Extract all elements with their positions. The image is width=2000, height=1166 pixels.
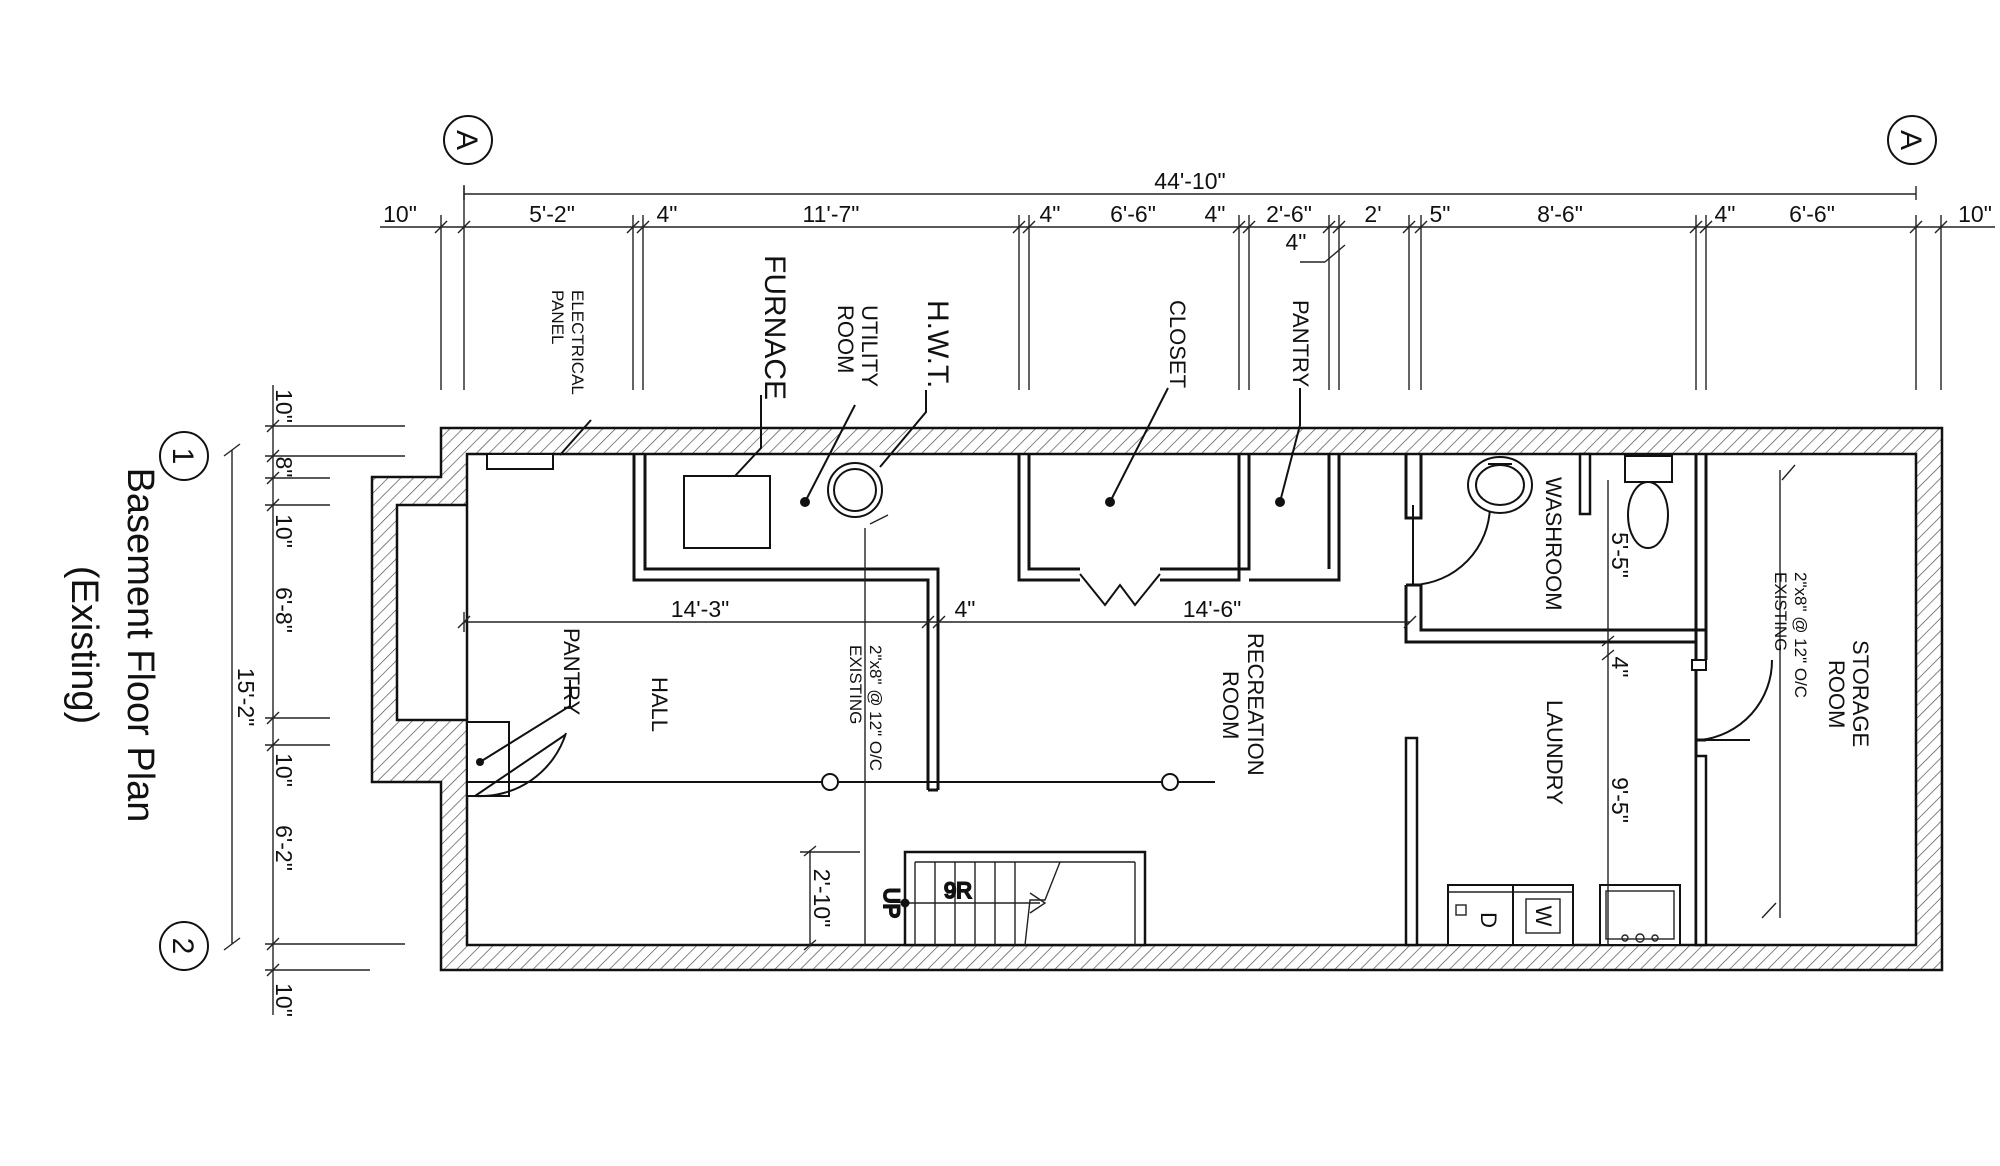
dim-top-12: 4" (1715, 201, 1736, 227)
doors (466, 505, 1774, 798)
label-pantry-left: PANTRY (559, 628, 584, 716)
label-utility-room-1: UTILITY (857, 305, 882, 387)
dim-top-10: 5" (1430, 201, 1451, 227)
dim-left-1: 8" (271, 457, 297, 478)
stair-offset-dimension (800, 845, 860, 951)
top-dimension-string: 44'-10" 10" 5'-2" 4" 11'-7" 4" 6'-6" (380, 168, 1995, 390)
dim-top-2: 4" (657, 201, 678, 227)
title-line-2: (Existing) (63, 566, 105, 724)
grid-bubble-1: 1 (159, 431, 209, 481)
dim-left-2: 10" (271, 514, 297, 548)
stair-up: UP (879, 888, 904, 919)
joist-note-center-1: 2"x8" @ 12" O/C (866, 645, 885, 771)
dim-top-8: 4" (1286, 229, 1307, 255)
dim-top-9: 2' (1364, 201, 1381, 227)
dim-top-5: 6'-6" (1110, 201, 1156, 227)
washroom-sink (1467, 456, 1533, 514)
dim-overall-width: 44'-10" (1154, 168, 1225, 194)
joist-note-storage-2: EXISTING (1771, 572, 1790, 651)
grid-bubble-a-right: A (1887, 115, 1937, 165)
stair: 9R UP (878, 850, 1147, 947)
label-pantry-top: PANTRY (1288, 300, 1313, 388)
dryer-label: D (1476, 912, 1501, 928)
hwt-tank (827, 462, 883, 518)
label-washroom: WASHROOM (1541, 477, 1566, 611)
joist-arrow-storage (1761, 464, 1796, 919)
label-recreation-room-2: ROOM (1218, 671, 1243, 739)
dim-left-4: 10" (271, 753, 297, 787)
dim-top-11: 8'-6" (1537, 201, 1583, 227)
grid-bubble-2: 2 (159, 921, 209, 971)
dim-top-6: 4" (1205, 201, 1226, 227)
label-electrical-panel-2: PANEL (548, 290, 567, 345)
label-hall: HALL (647, 677, 672, 732)
dim-washroom-depth: 5'-5" (1607, 532, 1633, 578)
label-furnace: FURNACE (758, 255, 791, 400)
dim-top-13: 6'-6" (1789, 201, 1835, 227)
furnace-unit (683, 475, 771, 549)
dryer: D (1447, 884, 1514, 946)
washroom-toilet (1624, 455, 1673, 549)
laundry-sink (1599, 884, 1681, 946)
svg-text:1: 1 (166, 448, 199, 465)
dim-top-0: 10" (383, 201, 417, 227)
dim-left-3: 6'-8" (271, 587, 297, 633)
left-dimension-string: 15'-2" 10" 8" 10" 6'-8" 10" 6'-2" 10" (223, 385, 405, 1017)
beam-line (467, 758, 1215, 791)
label-recreation-room-1: RECREATION (1243, 633, 1268, 776)
label-storage-room-2: ROOM (1824, 660, 1849, 728)
joist-note-storage-1: 2"x8" @ 12" O/C (1791, 572, 1810, 698)
label-electrical-panel-1: ELECTRICAL (568, 290, 587, 395)
interior-dimension-string (457, 612, 1417, 632)
dim-overall-depth: 15'-2" (233, 668, 259, 727)
grid-bubble-a-left: A (443, 115, 493, 165)
washer-label: W (1531, 906, 1556, 927)
dim-left-6: 10" (271, 983, 297, 1017)
dim-stair-offset: 2'-10" (809, 869, 835, 928)
washer: W (1512, 884, 1574, 946)
dim-laundry-depth: 9'-5" (1607, 777, 1633, 823)
dim-laundry-wall: 4" (1607, 657, 1633, 678)
stair-risers: 9R (944, 878, 972, 903)
svg-text:A: A (450, 130, 483, 150)
electrical-panel-box (486, 453, 554, 470)
dim-top-14: 10" (1958, 201, 1992, 227)
label-closet: CLOSET (1165, 300, 1190, 388)
leaders (479, 387, 1301, 763)
svg-text:2: 2 (166, 938, 199, 955)
dim-top-3: 11'-7" (803, 201, 860, 227)
dim-top-7: 2'-6" (1266, 201, 1312, 227)
dim-top-1: 5'-2" (529, 201, 575, 227)
label-hwt: H.W.T. (921, 300, 954, 388)
washroom-laundry-dimension (1601, 480, 1615, 945)
interior-walls (632, 452, 1708, 947)
label-utility-room-2: ROOM (833, 305, 858, 373)
dim-left-5: 6'-2" (271, 825, 297, 871)
dim-interior-wall: 4" (955, 596, 976, 622)
joist-note-center-2: EXISTING (846, 645, 865, 724)
joist-arrow-center (864, 514, 889, 945)
dim-hall-length: 14'-3" (671, 596, 730, 622)
label-laundry: LAUNDRY (1542, 700, 1567, 805)
title-line-1: Basement Floor Plan (119, 468, 161, 823)
svg-text:A: A (1894, 130, 1927, 150)
dim-top-4: 4" (1040, 201, 1061, 227)
dim-left-0: 10" (271, 389, 297, 423)
dim-rec-length: 14'-6" (1183, 596, 1242, 622)
label-storage-room-1: STORAGE (1848, 640, 1873, 747)
